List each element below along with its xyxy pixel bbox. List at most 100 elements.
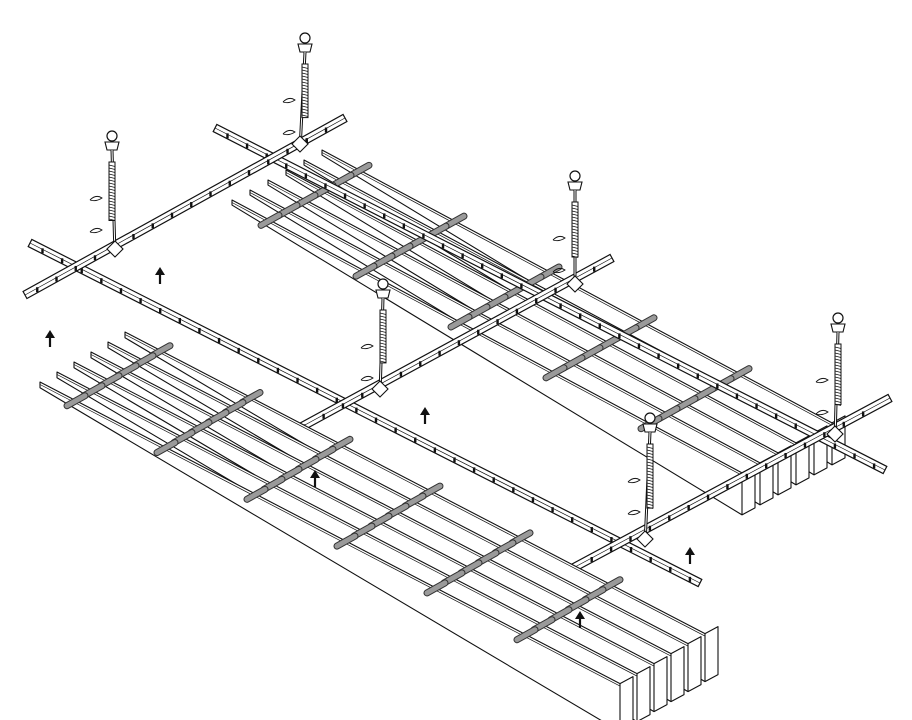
hanger-hook-icon	[569, 170, 581, 182]
thread	[108, 215, 116, 218]
hanger	[282, 32, 313, 153]
spring-clip-icon	[282, 129, 296, 136]
rail-slot	[119, 288, 123, 294]
install-direction-arrow	[575, 611, 585, 628]
arrow-up-icon	[310, 470, 320, 478]
rail-slot	[93, 255, 97, 261]
thread	[571, 240, 579, 243]
rail-slot	[609, 546, 613, 552]
thread	[379, 336, 387, 339]
rail-slot	[842, 421, 845, 427]
arrow-up-icon	[45, 330, 55, 338]
thread	[646, 455, 654, 458]
thread	[834, 349, 842, 352]
spring-clip-icon	[360, 343, 374, 350]
rail-slot	[500, 273, 503, 279]
rail-slot	[267, 159, 270, 165]
thread	[379, 330, 387, 333]
baffle-edge	[267, 182, 779, 456]
rail-slot	[477, 329, 480, 335]
thread	[108, 203, 116, 206]
rail-slot	[217, 337, 221, 343]
rail-slot	[276, 367, 280, 373]
rail-slot	[657, 353, 660, 359]
thread	[379, 351, 387, 354]
thread	[571, 249, 579, 252]
spring-clip-icon	[815, 377, 829, 384]
thread	[379, 342, 387, 345]
rail-slot	[637, 343, 641, 349]
thread	[301, 114, 309, 117]
thread	[646, 467, 654, 470]
thread	[301, 78, 309, 81]
rail-slot	[590, 556, 593, 562]
thread	[646, 491, 654, 494]
spring-clip-icon	[552, 235, 566, 242]
thread	[571, 210, 579, 213]
hanger-hook-icon	[106, 130, 118, 142]
thread	[301, 90, 309, 93]
thread	[108, 200, 116, 203]
rail-slot	[872, 463, 876, 469]
rail-slot	[304, 173, 308, 179]
thread	[834, 403, 842, 406]
thread	[379, 354, 387, 357]
carrier-rod	[448, 314, 472, 330]
hanger-clip	[106, 240, 124, 258]
rail-slot	[648, 525, 652, 531]
rail-slot	[228, 180, 231, 186]
baffles-lower	[39, 331, 719, 720]
hanger-bracket	[104, 141, 120, 151]
install-direction-arrow	[310, 470, 320, 487]
hanger-hook-icon	[832, 312, 844, 324]
rail-slot	[554, 287, 557, 293]
hanger	[815, 312, 846, 443]
rail-slot	[100, 278, 103, 284]
rail-slot	[209, 191, 212, 197]
rail-slot	[305, 138, 308, 144]
arrow-up-icon	[420, 407, 430, 415]
carrier-rod	[258, 212, 282, 228]
spring-clip-icon	[815, 409, 829, 416]
rail-slot	[578, 313, 582, 319]
rail-slot	[676, 363, 680, 369]
rail-slot	[341, 403, 345, 409]
thread	[301, 111, 309, 114]
thread	[834, 358, 842, 361]
spring-clip-icon	[89, 227, 103, 234]
rail-slot	[598, 323, 601, 329]
thread	[571, 231, 579, 234]
rail-slot	[496, 319, 499, 325]
carrier-rod	[353, 263, 377, 279]
rail-slot	[716, 383, 719, 389]
thread	[108, 176, 116, 179]
rail-slot	[285, 163, 288, 169]
thread	[834, 361, 842, 364]
rail-slot	[257, 357, 260, 363]
thread	[834, 370, 842, 373]
thread	[379, 324, 387, 327]
thread	[571, 255, 579, 258]
rail-slot	[265, 153, 268, 159]
thread	[834, 385, 842, 388]
thread	[646, 476, 654, 479]
thread	[379, 321, 387, 324]
carrier-rod	[514, 627, 538, 643]
thread	[301, 84, 309, 87]
thread	[834, 394, 842, 397]
spring-clip-icon	[360, 375, 374, 382]
thread	[571, 204, 579, 207]
rail-slot	[363, 203, 366, 209]
thread	[646, 488, 654, 491]
thread	[834, 379, 842, 382]
thread	[571, 207, 579, 210]
thread	[108, 218, 116, 221]
rail-slot	[170, 212, 174, 218]
rail-slot	[190, 202, 193, 208]
rail-slot	[438, 350, 441, 356]
hanger-bracket	[642, 423, 658, 433]
thread	[571, 234, 579, 237]
rail-slot	[151, 223, 154, 229]
thread	[646, 485, 654, 488]
rail-slot	[178, 318, 182, 324]
